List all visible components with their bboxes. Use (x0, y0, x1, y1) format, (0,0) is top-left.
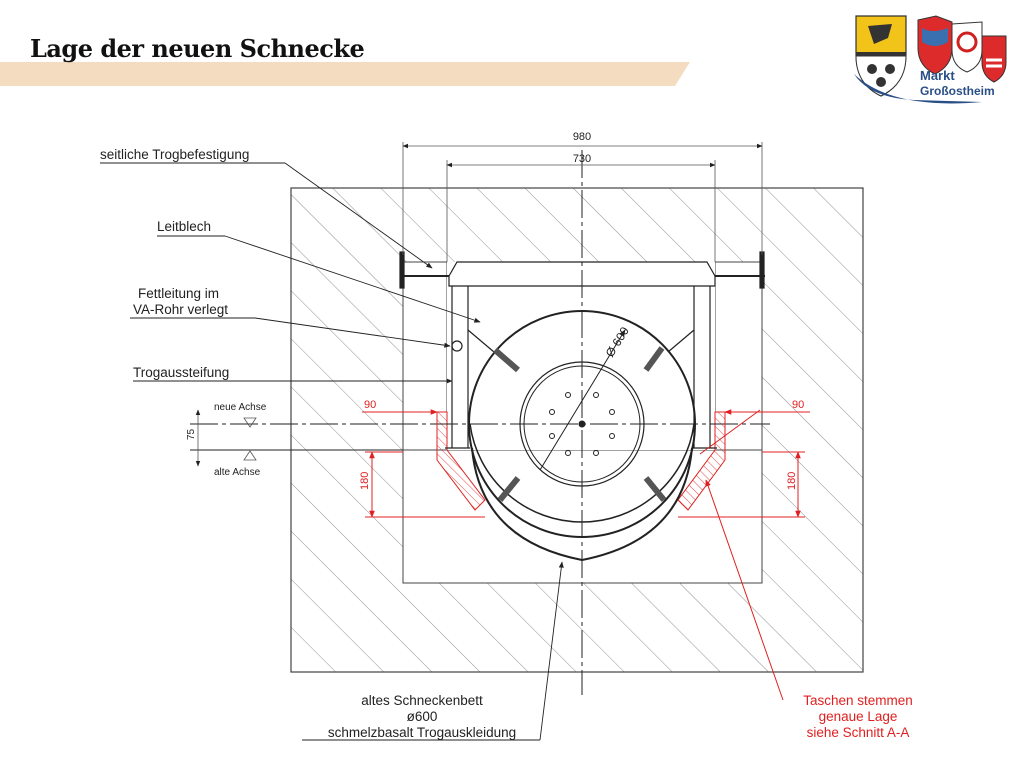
label-alte-achse: alte Achse (214, 467, 261, 478)
label-fettleitung-1: Fettleitung im (138, 286, 219, 301)
logo-text-markt: Markt (920, 68, 955, 83)
dim-axis-shift: 75 (186, 428, 197, 440)
axis-dimension (195, 409, 257, 467)
label-neue-achse: neue Achse (214, 402, 267, 413)
coat-of-arms-logo (854, 15, 1007, 104)
dim-pocket-right: 180 (786, 472, 798, 490)
dim-pocket-left: 180 (359, 472, 371, 490)
page-title: Lage der neuen Schnecke (30, 34, 365, 63)
concrete-foundation (290, 187, 864, 673)
leader-lines (100, 162, 564, 741)
dim-overall-width: 980 (573, 131, 591, 143)
dim-inner-width: 730 (573, 153, 591, 165)
center-lines (190, 150, 770, 695)
label-trogaussteifung: Trogaussteifung (133, 365, 229, 380)
diameter-line (539, 329, 626, 471)
logo-text-town: Großostheim (920, 84, 995, 98)
label-old-bed-3: schmelzbasalt Trogauskleidung (328, 725, 516, 740)
dim-offset-right: 90 (792, 399, 804, 411)
label-pockets-3: siehe Schnitt A-A (807, 725, 910, 740)
label-pockets-1: Taschen stemmen (803, 693, 913, 708)
dim-offset-left: 90 (364, 399, 376, 411)
label-old-bed-1: altes Schneckenbett (361, 693, 483, 708)
label-leitblech: Leitblech (157, 219, 211, 234)
label-old-bed-2: ø600 (407, 709, 438, 724)
label-pockets-2: genaue Lage (819, 709, 898, 724)
label-trog-fastening: seitliche Trogbefestigung (100, 147, 249, 162)
title-stripe (0, 62, 690, 86)
red-dimensions (362, 409, 810, 701)
top-dimensions (402, 142, 763, 262)
label-fettleitung-2: VA-Rohr verlegt (133, 302, 228, 317)
